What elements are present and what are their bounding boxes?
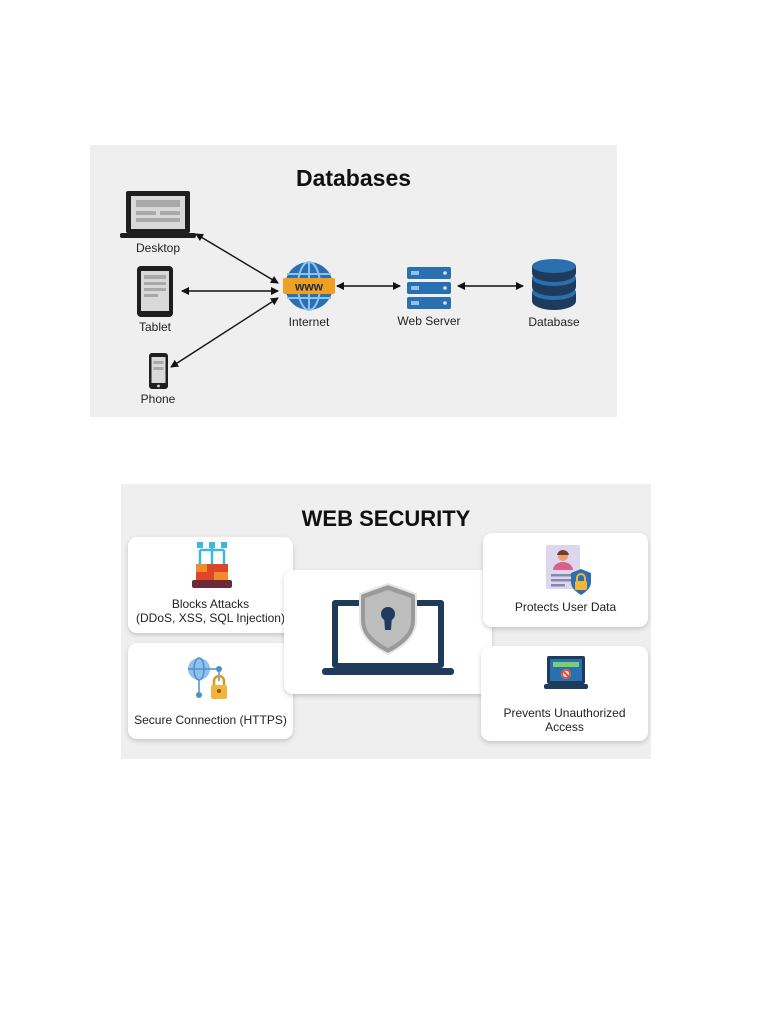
laptop-shield-icon xyxy=(320,576,456,680)
user-shield-icon xyxy=(544,543,592,597)
arrow-phone-internet xyxy=(170,297,279,368)
phone-label: Phone xyxy=(140,392,176,406)
database-icon xyxy=(531,258,577,312)
connection-arrows xyxy=(170,233,524,368)
tablet-label: Tablet xyxy=(138,320,172,334)
screen-lock-icon xyxy=(544,654,588,694)
databases-diagram: Databases Desktop xyxy=(90,145,617,417)
blocks-attacks-card: Blocks Attacks (DDoS, XSS, SQL Injection… xyxy=(128,537,293,633)
secure-connection-card: Secure Connection (HTTPS) xyxy=(128,643,293,739)
internet-label: Internet xyxy=(288,315,330,329)
database-label: Database xyxy=(528,315,580,329)
phone-icon xyxy=(148,352,169,390)
prevents-unauthorized-card: Prevents Unauthorized Access xyxy=(481,646,648,741)
prevents-unauthorized-line2: Access xyxy=(545,720,584,734)
protects-user-data-label: Protects User Data xyxy=(514,600,617,614)
secure-connection-label: Secure Connection (HTTPS) xyxy=(134,713,287,727)
blocks-attacks-line1: Blocks Attacks xyxy=(171,597,250,611)
tablet-icon xyxy=(136,265,174,318)
web-security-diagram: WEB SECURITY Blocks Attacks (DDoS, XSS, … xyxy=(121,484,651,759)
firewall-icon xyxy=(192,542,232,590)
network-lock-icon xyxy=(185,655,231,703)
center-security-card xyxy=(284,570,492,694)
prevents-unauthorized-line1: Prevents Unauthorized xyxy=(503,706,626,720)
desktop-label: Desktop xyxy=(135,241,181,255)
blocks-attacks-line2: (DDoS, XSS, SQL Injection) xyxy=(136,611,285,625)
globe-icon: www xyxy=(283,260,335,312)
databases-title: Databases xyxy=(295,165,412,191)
protects-user-data-card: Protects User Data xyxy=(483,533,648,627)
www-badge: www xyxy=(294,280,324,294)
laptop-icon xyxy=(120,189,196,241)
arrow-desktop-internet xyxy=(195,233,279,284)
server-icon xyxy=(405,267,453,309)
web-server-label: Web Server xyxy=(397,314,461,328)
web-security-title: WEB SECURITY xyxy=(301,506,471,531)
